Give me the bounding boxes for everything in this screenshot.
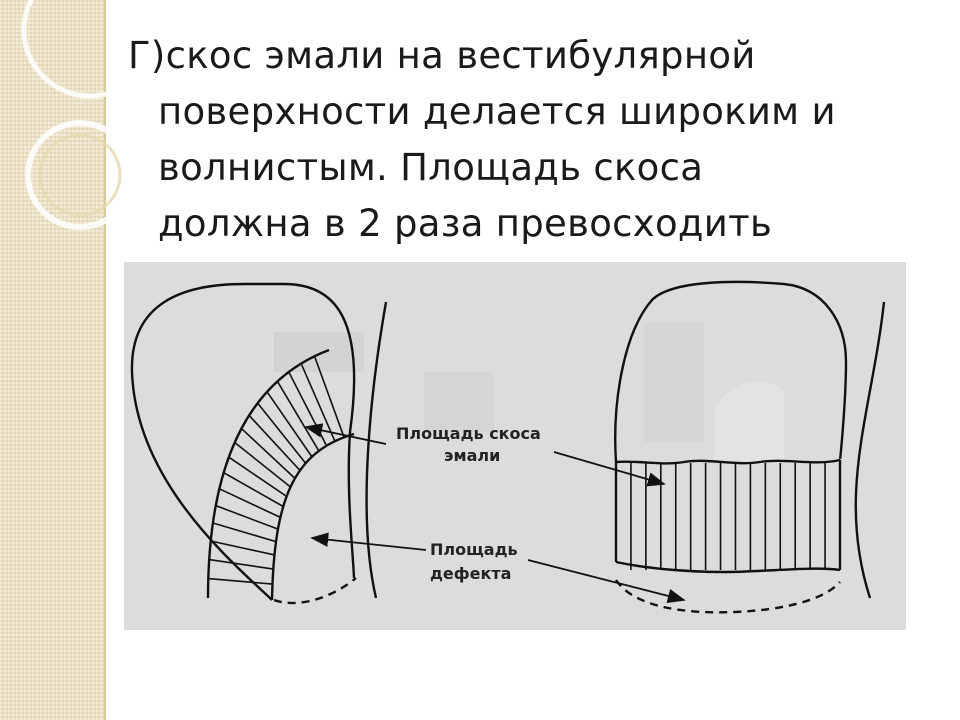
hatch-line (210, 540, 275, 556)
hatch-line (248, 414, 301, 472)
hatch-line (215, 504, 279, 530)
hatch-line (219, 488, 281, 519)
text-line-4: должна в 2 раза превосходить (158, 202, 773, 245)
hatch-line (223, 471, 284, 508)
right-bevel-hatching (630, 463, 826, 570)
arrow-bevel-right (553, 451, 666, 487)
arrow-defect-left (310, 532, 427, 551)
hatch-line (209, 558, 274, 570)
left-bevel-inner (270, 432, 355, 601)
label-defect-area-line1: Площадь (430, 540, 518, 559)
right-defect-bottom-dashed (615, 579, 841, 614)
decorative-rings (21, 0, 159, 230)
hatch-line (212, 522, 277, 543)
label-bevel-area-line1: Площадь скоса (396, 424, 541, 443)
hatch-line (228, 456, 288, 498)
hatch-line (257, 402, 307, 464)
left-defect-bottom-dashed (273, 577, 357, 605)
text-line-1: Г)скос эмали на вестибулярной (128, 34, 756, 77)
hatch-line (240, 427, 296, 479)
hatch-line (234, 441, 291, 488)
side-strip-edge (104, 0, 106, 720)
hatch-line (266, 391, 313, 458)
right-bevel-bottom (615, 560, 841, 574)
left-tooth-side-line (365, 301, 388, 599)
right-bevel-top-wavy (615, 458, 841, 465)
left-tooth-outline (130, 282, 356, 601)
right-tooth-outline (614, 280, 848, 463)
tooth-bevel-diagram: Площадь скоса эмали Площадь дефекта (124, 262, 906, 630)
label-bevel-area-line2: эмали (444, 446, 500, 465)
left-tooth (130, 282, 388, 605)
text-line-2: поверхности делается широким и (158, 90, 836, 133)
label-defect-area-line2: дефекта (430, 564, 511, 583)
hatch-line (276, 381, 320, 452)
hatch-line (300, 363, 336, 442)
arrow-bevel-left (304, 423, 387, 445)
text-line-3: волнистым. Площадь скоса (158, 146, 704, 189)
annotation-arrows (304, 423, 686, 603)
background-shading (274, 322, 784, 462)
hatch-line (313, 355, 345, 438)
diagram-canvas: Площадь скоса эмали Площадь дефекта (130, 280, 886, 614)
decorative-side-strip (0, 0, 104, 720)
right-tooth-side-line (854, 301, 886, 599)
arrow-defect-right (527, 559, 686, 603)
hatch-line (208, 577, 273, 585)
left-bevel-hatching (208, 355, 345, 585)
